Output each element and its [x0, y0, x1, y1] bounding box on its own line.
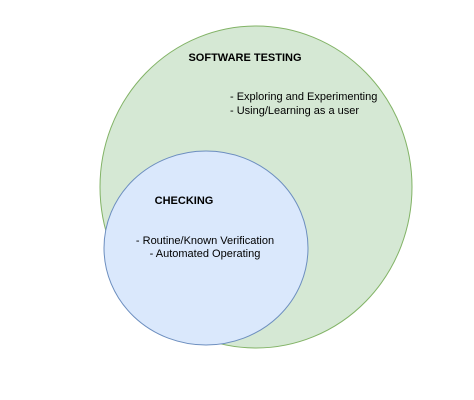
checking-circle [103, 150, 309, 346]
checking-item: - Automated Operating [150, 248, 261, 260]
software-testing-title: SOFTWARE TESTING [188, 52, 301, 64]
checking-title: CHECKING [155, 195, 214, 207]
software-testing-item: - Using/Learning as a user [230, 105, 359, 117]
software-testing-item: - Exploring and Experimenting [230, 91, 377, 103]
checking-item: - Routine/Known Verification [136, 235, 274, 247]
